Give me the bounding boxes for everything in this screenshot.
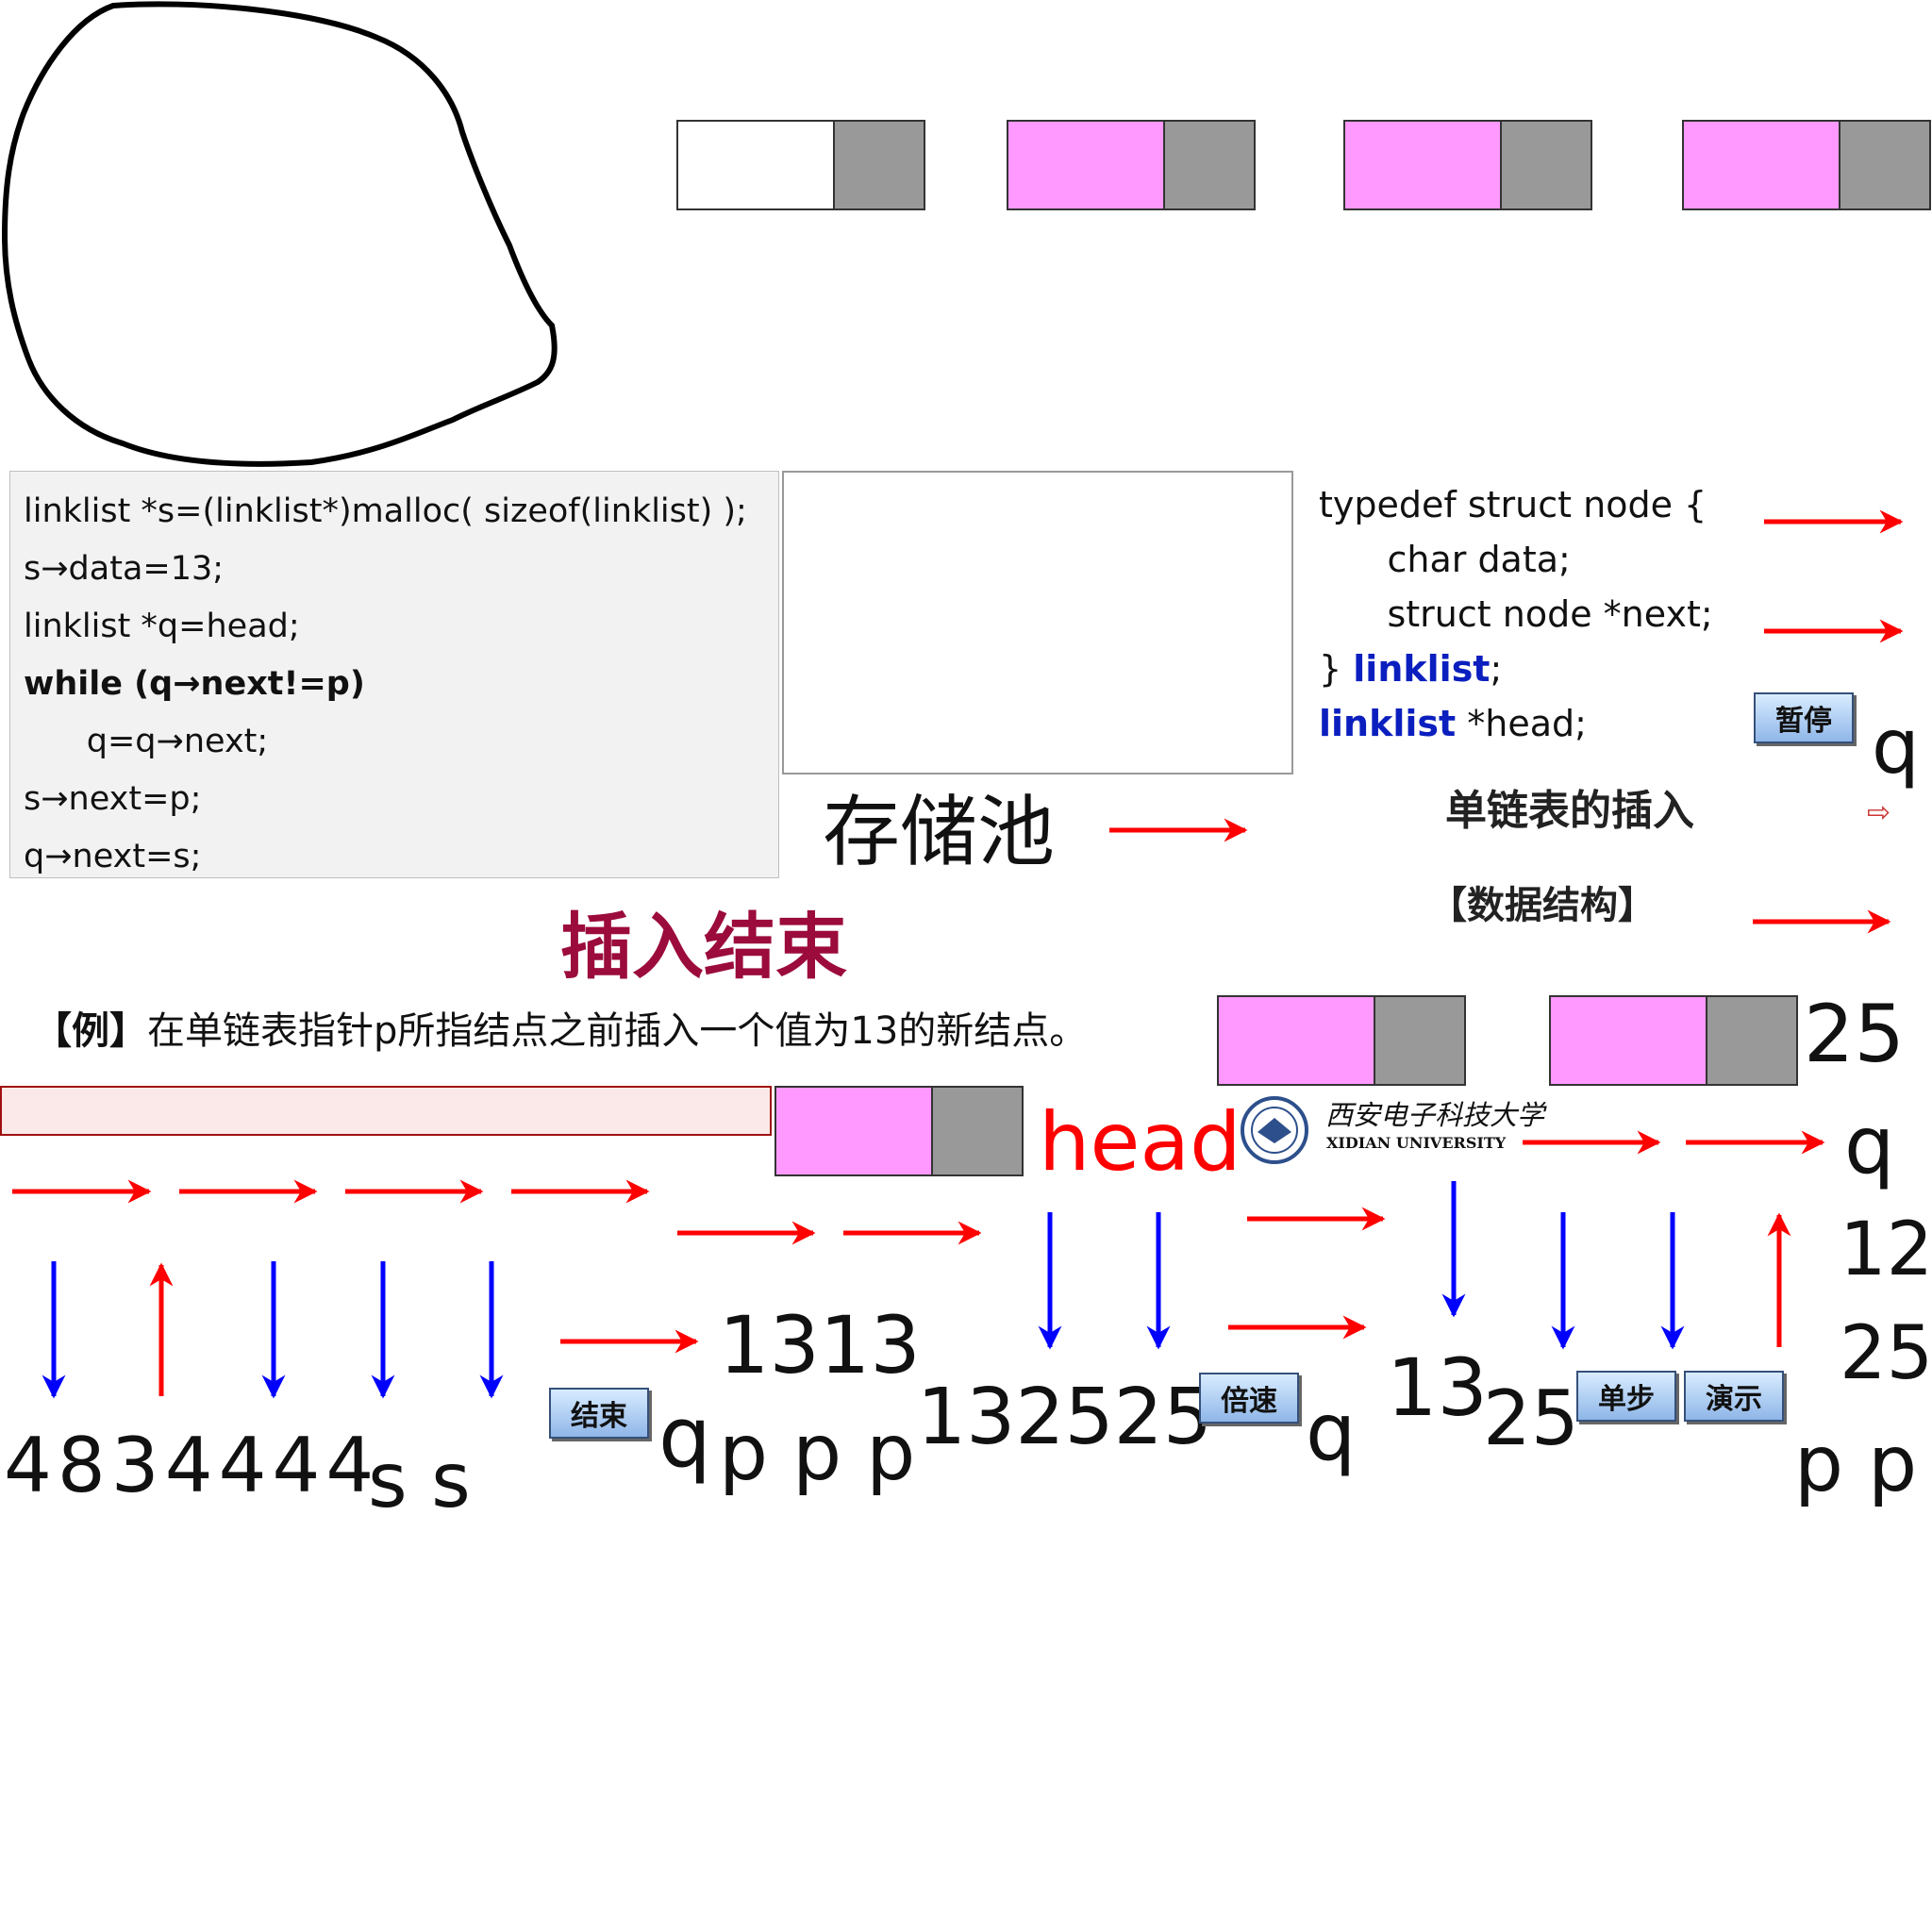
pointer-q-right: q [1844,1099,1895,1191]
value-25-mid: 25 [1483,1374,1579,1462]
code-line: linklist *s=(linklist*)malloc( sizeof(li… [24,492,747,530]
value-1313-label: 1313 [719,1299,921,1391]
typedef-brace: } [1319,648,1354,690]
typedef-line: char data; [1319,539,1571,580]
code-line: s→data=13; [24,550,225,588]
typedef-block: typedef struct node { char data; struct … [1319,477,1713,751]
value-25-label: 25 [1804,988,1905,1080]
typedef-line: typedef struct node { [1319,484,1707,525]
demo-button[interactable]: 演示 [1684,1371,1784,1422]
head-label: head [1039,1095,1241,1190]
code-line: s→next=p; [24,780,202,818]
value-132525-label: 132525 [917,1373,1213,1462]
pointer-p-labels: p p p [719,1408,916,1498]
example-body: 在单链表指针p所指结点之前插入一个值为13的新结点。 [147,1009,1088,1053]
new-node-s [774,1086,1024,1176]
typedef-line: linklist *head; [1319,696,1713,751]
code-panel: linklist *s=(linklist*)malloc( sizeof(li… [9,471,779,878]
speed-button[interactable]: 倍速 [1199,1373,1299,1424]
pool-node-1 [1007,120,1256,210]
code-line: linklist *q=head; [24,608,300,645]
step-button[interactable]: 单步 [1576,1371,1676,1422]
value-13-label: 13 [1387,1341,1488,1434]
code-line: q→next=s; [24,838,202,875]
pool-node-2 [1343,120,1592,210]
list-node-a [1217,995,1466,1086]
example-text: 【例】在单链表指针p所指结点之前插入一个值为13的新结点。 [34,1012,1087,1050]
display-panel [782,471,1293,774]
university-name-en: XIDIAN UNIVERSITY [1326,1134,1507,1152]
pointer-q-label: q [1872,703,1920,791]
pause-button[interactable]: 暂停 [1754,692,1854,743]
node-digits-label: 4834444 [4,1422,380,1509]
university-name-cn: 西安电子科技大学 [1325,1099,1545,1131]
course-tag: 【数据结构】 [1429,884,1656,927]
example-prefix: 【例】 [34,1009,147,1053]
typedef-line: } linklist; [1319,641,1713,696]
pool-node-3 [1682,120,1931,210]
typedef-semicolon: ; [1490,648,1503,690]
code-line: q=q→next; [24,723,269,760]
end-button[interactable]: 结束 [549,1388,649,1439]
value-25-right: 25 [1840,1311,1932,1396]
pointer-pp-labels: p p [1794,1420,1918,1509]
typedef-line: struct node *next; [1319,593,1713,635]
pointer-s-labels: s s [368,1437,471,1524]
next-arrow-icon[interactable]: ⇨ [1867,796,1891,829]
pointer-q-bottom: q [658,1389,711,1486]
code-line-while: while (q→next!=p) [24,665,365,703]
list-node-b [1549,995,1798,1086]
value-12-label: 12 [1840,1208,1932,1292]
pointer-q-mid: q [1306,1386,1357,1478]
message-bar [0,1086,772,1136]
typedef-keyword: linklist [1319,703,1457,744]
typedef-head-decl: *head; [1456,703,1587,744]
typedef-keyword: linklist [1353,648,1491,690]
storage-pool-label: 存储池 [823,788,1056,877]
insert-end-title: 插入结束 [560,905,847,989]
pool-node-empty [676,120,925,210]
slide-title: 单链表的插入 [1445,787,1694,835]
